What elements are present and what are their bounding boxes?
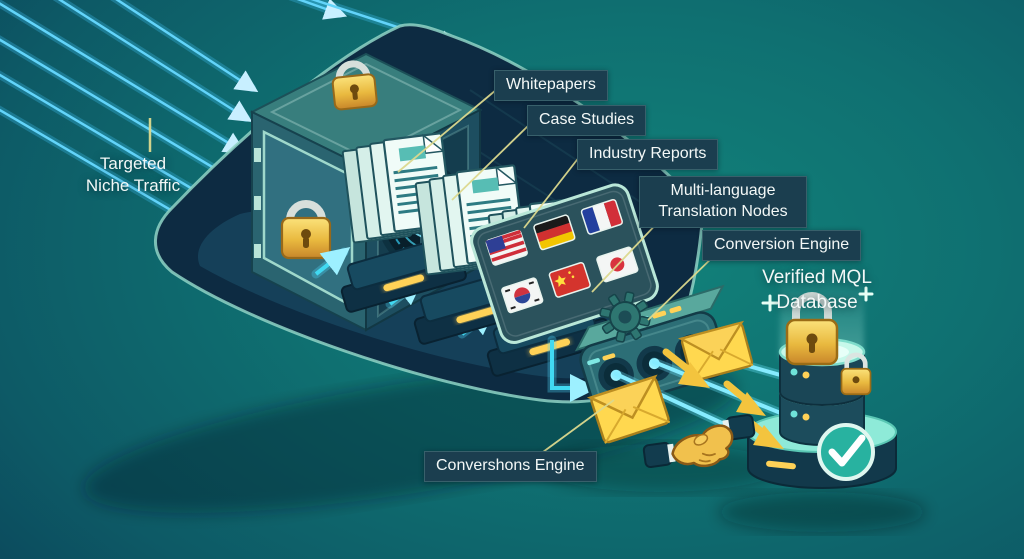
label-line: Multi-language — [670, 182, 776, 199]
database-icon — [718, 268, 926, 532]
padlock-icon — [280, 200, 332, 260]
label-line: Targeted — [99, 154, 167, 173]
flag-france-icon — [580, 198, 624, 235]
vault-hinge — [254, 148, 261, 162]
vault-hinge — [254, 196, 261, 210]
traffic-beam-arrows — [0, 0, 463, 244]
label-targeted-niche-traffic: Targeted Niche Traffic — [38, 153, 228, 197]
label-translation-nodes: Multi-language Translation Nodes — [639, 176, 807, 228]
handshake-icon — [642, 414, 756, 469]
label-conversion-engine: Conversion Engine — [702, 230, 862, 261]
flag-united-states-icon — [485, 229, 528, 266]
gear-icon — [599, 291, 651, 343]
flag-germany-icon — [533, 214, 576, 251]
envelope-icon — [586, 374, 671, 444]
checkmark-badge-icon — [817, 423, 875, 481]
envelope-icon — [677, 320, 754, 382]
label-leader-lines — [148, 89, 717, 453]
label-line: Database — [776, 291, 858, 313]
vault-hinge — [254, 244, 261, 258]
label-conversions-engine: Convershons Engine — [424, 451, 597, 482]
padlock-icon — [331, 60, 378, 111]
padlock-icon-small — [840, 352, 872, 396]
flow-connector — [547, 335, 598, 402]
padlock-icon — [785, 292, 839, 366]
flag-china-icon — [548, 261, 591, 298]
label-line: Translation Nodes — [658, 202, 788, 220]
label-industry-reports: Industry Reports — [577, 139, 719, 170]
sparkle-icon — [761, 286, 874, 312]
label-line: Niche Traffic — [85, 176, 181, 196]
flag-south-korea-icon — [501, 277, 544, 314]
label-line: Verified MQL — [762, 267, 872, 288]
label-whitepapers: Whitepapers — [494, 70, 608, 101]
label-verified-mql-database: Verified MQL Database — [732, 266, 902, 315]
label-case-studies: Case Studies — [527, 105, 647, 136]
